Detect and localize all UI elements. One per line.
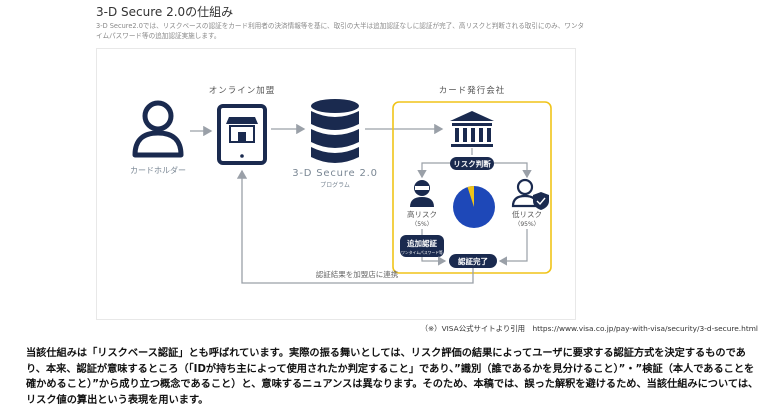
- body-paragraph: 当該仕組みは「リスクベース認証」とも呼ばれています。実際の振る舞いとしては、リス…: [26, 348, 759, 406]
- extra-auth-label: 追加認証: [407, 238, 437, 248]
- extra-auth-sub: ワンタイムパスワード等: [401, 250, 443, 255]
- tablet-store-icon: [217, 104, 267, 165]
- program-name: 3-D Secure 2.0: [292, 168, 378, 179]
- bank-icon: [450, 111, 494, 147]
- connector-low-done: [498, 229, 528, 266]
- low-risk-pct: （95%）: [514, 221, 539, 228]
- low-risk-label: 低リスク: [512, 209, 542, 219]
- verified-user-icon: [511, 178, 549, 210]
- diagram-svg: カードホルダー オンライン加盟 3-D Secure 2.0 プログラム カード…: [130, 85, 552, 284]
- high-risk-pct: （5%）: [411, 221, 433, 228]
- branch-to-high: [417, 162, 450, 179]
- page-description: 3-D Secure2.0では、リスクベースの認証をカード利用者の決済情報等を基…: [96, 22, 585, 40]
- branch-to-low: [494, 162, 532, 179]
- return-arrow: [236, 169, 474, 284]
- issuer-box: [392, 101, 552, 274]
- risk-judge-label: リスク判断: [453, 159, 491, 169]
- auth-done-label: 認証完了: [458, 256, 488, 266]
- diagram-panel: カードホルダー オンライン加盟 3-D Secure 2.0 プログラム カード…: [96, 48, 576, 320]
- risk-pie-chart: [453, 185, 495, 228]
- hacker-icon: [410, 180, 434, 207]
- person-icon: [132, 100, 184, 158]
- risk-judge-badge: [450, 157, 494, 170]
- citation: （※）VISA公式サイトより引用 https://www.visa.co.jp/…: [420, 324, 758, 333]
- connector-extra-done: [421, 256, 447, 266]
- extra-auth-badge: [400, 235, 444, 257]
- page-title: 3-D Secure 2.0の仕組み: [96, 5, 234, 19]
- issuer-label: カード発行会社: [439, 85, 506, 96]
- pie-slice-high: [467, 185, 474, 207]
- merchant-label: オンライン加盟: [209, 85, 276, 96]
- high-risk-label: 高リスク: [407, 209, 437, 219]
- database-icon: [311, 99, 359, 163]
- result-link-label: 認証結果を加盟店に連携: [316, 269, 399, 279]
- program-sub: プログラム: [320, 181, 350, 189]
- cardholder-label: カードホルダー: [130, 165, 186, 175]
- auth-done-badge: [449, 254, 497, 268]
